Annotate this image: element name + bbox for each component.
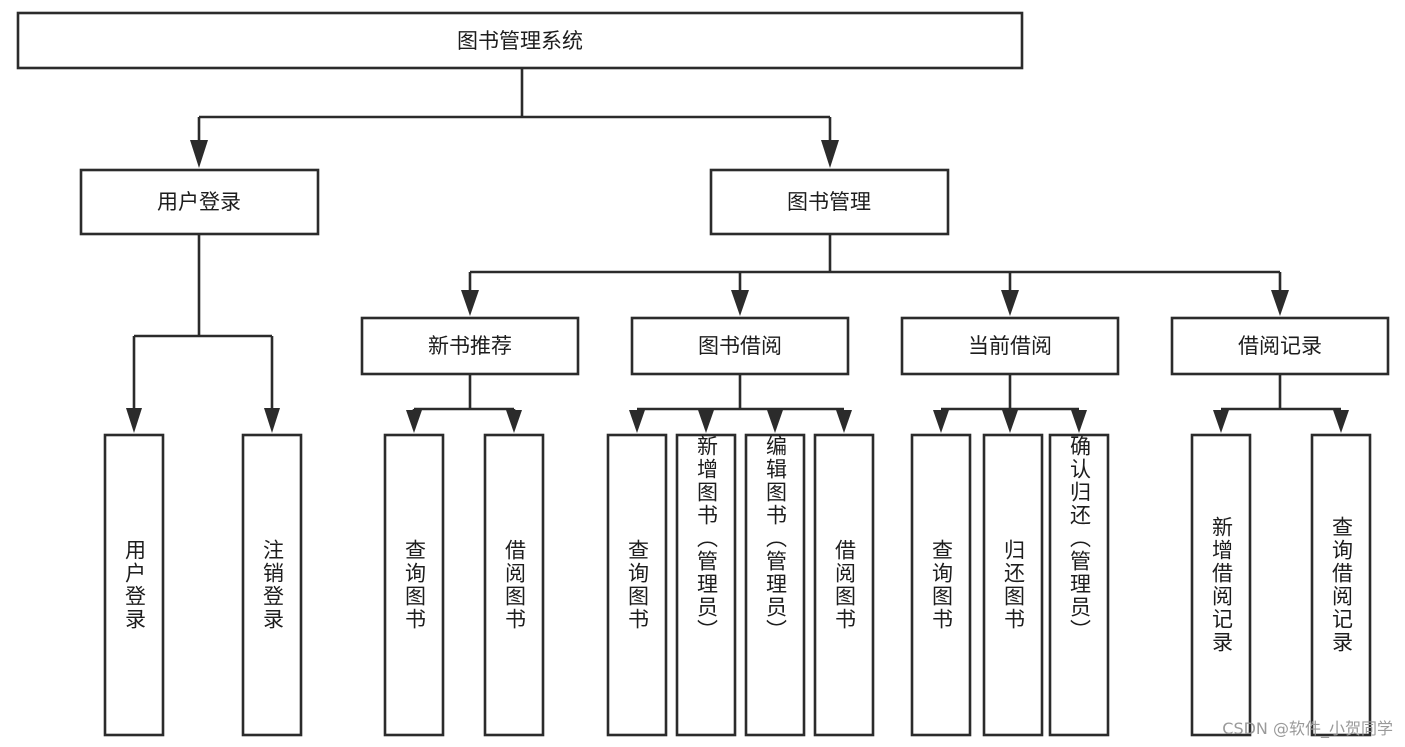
node-user-login-box[interactable] [79,168,320,236]
node-leaf-user-login-box[interactable] [103,433,165,737]
node-book-manage-label: 图书管理 [787,190,871,214]
connectors-new-book-recommend-to-leaves [406,374,522,433]
arrow-head-new-book-recommend [461,290,479,316]
connectors-root-to-level2 [190,68,839,168]
node-leaf-add-borrow-record-box[interactable] [1190,433,1252,737]
node-leaf-query-book-1-box[interactable] [383,433,445,737]
node-current-borrow-label: 当前借阅 [968,334,1052,358]
node-user-login[interactable]: 用户登录 [79,168,320,236]
node-leaf-confirm-return-box[interactable] [1048,433,1110,737]
node-root-label: 图书管理系统 [457,29,583,53]
node-borrow-record-box[interactable] [1170,316,1390,376]
arrow-head-leaf-edit-book [767,410,783,433]
connectors-user-login-to-leaves [126,234,280,433]
leaf-boxes [103,433,1372,737]
arrow-head-current-borrow [1001,290,1019,316]
node-leaf-logout-box[interactable] [241,433,303,737]
arrow-head-leaf-add-book [698,410,714,433]
arrow-head-borrow-record [1271,290,1289,316]
node-root-box[interactable] [16,11,1024,70]
node-book-borrow-box[interactable] [630,316,850,376]
node-current-borrow-box[interactable] [900,316,1120,376]
arrow-head-book-borrow [731,290,749,316]
node-new-book-recommend-label: 新书推荐 [428,334,512,358]
arrow-head-user-login [190,140,208,168]
node-book-manage-box[interactable] [709,168,950,236]
node-leaf-return-book-box[interactable] [982,433,1044,737]
arrow-head-leaf-query-book-2 [629,410,645,433]
node-leaf-query-book-3-box[interactable] [910,433,972,737]
arrow-head-leaf-query-borrow-record [1333,410,1349,433]
node-leaf-borrow-book-1-box[interactable] [483,433,545,737]
connectors-borrow-record-to-leaves [1213,374,1349,433]
node-root[interactable]: 图书管理系统 [16,11,1024,70]
arrow-head-leaf-return-book [1002,410,1018,433]
arrow-head-leaf-query-book-1 [406,410,422,433]
node-book-borrow-label: 图书借阅 [698,334,782,358]
arrow-head-leaf-logout [264,408,280,433]
arrow-head-leaf-user-login [126,408,142,433]
arrow-head-leaf-borrow-book-2 [836,410,852,433]
connectors-current-borrow-to-leaves [933,374,1087,433]
node-borrow-record[interactable]: 借阅记录 [1170,316,1390,376]
node-leaf-edit-book-box[interactable] [744,433,806,737]
node-book-borrow[interactable]: 图书借阅 [630,316,850,376]
arrow-head-book-manage [821,140,839,168]
arrow-head-leaf-query-book-3 [933,410,949,433]
node-leaf-add-book-box[interactable] [675,433,737,737]
node-user-login-label: 用户登录 [157,190,241,214]
node-borrow-record-label: 借阅记录 [1238,334,1322,358]
connectors-book-manage-to-level3 [461,234,1289,316]
arrow-head-leaf-borrow-book-1 [506,410,522,433]
node-leaf-query-borrow-record-box[interactable] [1310,433,1372,737]
node-new-book-recommend[interactable]: 新书推荐 [360,316,580,376]
node-new-book-recommend-box[interactable] [360,316,580,376]
connectors-book-borrow-to-leaves [629,374,852,433]
node-book-manage[interactable]: 图书管理 [709,168,950,236]
arrow-head-leaf-add-borrow-record [1213,410,1229,433]
arrow-head-leaf-confirm-return [1071,410,1087,433]
watermark-text: CSDN @软件_小贺同学 [1222,719,1393,738]
node-current-borrow[interactable]: 当前借阅 [900,316,1120,376]
node-leaf-borrow-book-2-box[interactable] [813,433,875,737]
node-leaf-query-book-2-box[interactable] [606,433,668,737]
